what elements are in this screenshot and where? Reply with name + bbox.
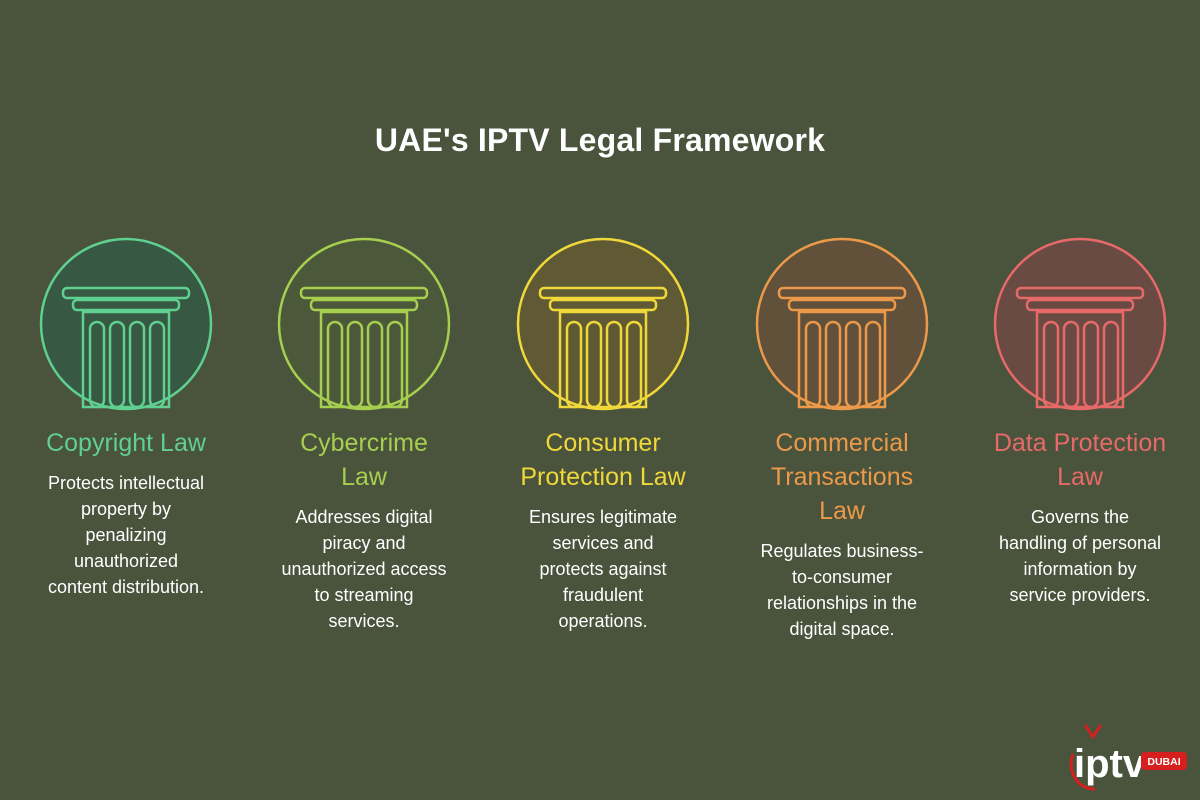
law-description-line: fraudulent	[562, 585, 644, 605]
law-title-line: Cybercrime	[300, 429, 428, 457]
law-description-line: to-consumer	[791, 567, 893, 587]
law-description-line: unauthorized access	[281, 559, 447, 579]
law-title-line: Copyright Law	[46, 429, 206, 457]
pillar-icon	[277, 237, 451, 411]
tv-antenna-icon	[1084, 724, 1102, 739]
law-title-line: Law	[1057, 463, 1103, 491]
law-description-line: penalizing	[85, 525, 167, 545]
law-description-line: Regulates business-	[760, 541, 924, 561]
law-title-line: Transactions	[770, 463, 914, 491]
law-card: Data Protection Law Governs the handling…	[960, 236, 1200, 608]
law-description-line: operations.	[558, 611, 648, 631]
law-description-line: unauthorized	[73, 551, 179, 571]
law-description: Governs the handling of personal informa…	[960, 504, 1200, 608]
law-title: Commercial Transactions Law	[722, 426, 962, 528]
law-description-line: protects against	[539, 559, 667, 579]
pillar-shape	[777, 286, 907, 409]
pillar-circle	[755, 237, 929, 411]
law-description-line: services.	[328, 611, 400, 631]
pillar-circle	[39, 237, 213, 411]
law-title-line: Protection Law	[520, 463, 686, 491]
law-description-line: property by	[80, 499, 172, 519]
pillar-shape	[1015, 286, 1145, 409]
law-title-line: Law	[341, 463, 387, 491]
law-description: Ensures legitimate services and protects…	[483, 504, 723, 634]
law-title-line: Consumer	[545, 429, 661, 457]
law-title: Consumer Protection Law	[483, 426, 723, 494]
logo-swoosh	[1069, 753, 1096, 791]
logo-badge-text: DUBAI	[1147, 756, 1180, 768]
pillar-icon	[755, 237, 929, 411]
pillar-circle	[277, 237, 451, 411]
law-description-line: information by	[1023, 559, 1137, 579]
law-description-line: service providers.	[1009, 585, 1151, 605]
pillar-circle	[516, 237, 690, 411]
law-card: Cybercrime Law Addresses digital piracy …	[244, 236, 484, 634]
law-description-line: piracy and	[322, 533, 406, 553]
law-title-line: Law	[819, 497, 865, 525]
law-title: Cybercrime Law	[244, 426, 484, 494]
law-title-line: Data Protection	[993, 429, 1167, 457]
page-title: UAE's IPTV Legal Framework	[374, 122, 826, 158]
law-description-line: services and	[552, 533, 654, 553]
law-description-line: Ensures legitimate	[528, 507, 678, 527]
iptv-dubai-logo: iptv DUBAI	[1069, 724, 1187, 791]
law-description: Protects intellectual property by penali…	[6, 470, 246, 600]
law-card: Consumer Protection Law Ensures legitima…	[483, 236, 723, 634]
law-description-line: to streaming	[314, 585, 414, 605]
law-card: Commercial Transactions Law Regulates bu…	[722, 236, 962, 642]
law-description: Regulates business- to-consumer relation…	[722, 538, 962, 642]
law-description-line: relationships in the	[766, 593, 918, 613]
law-description-line: handling of personal	[998, 533, 1162, 553]
pillar-icon	[39, 237, 213, 411]
law-title: Data Protection Law	[960, 426, 1200, 494]
pillar-icon	[993, 237, 1167, 411]
logo-text: iptv	[1074, 742, 1146, 786]
law-description-line: Protects intellectual	[47, 473, 205, 493]
law-title-line: Commercial	[775, 429, 909, 457]
pillar-circle	[993, 237, 1167, 411]
law-description-line: digital space.	[789, 619, 895, 639]
law-description-line: Addresses digital	[295, 507, 433, 527]
law-title: Copyright Law	[6, 426, 246, 460]
law-description-line: Governs the	[1030, 507, 1130, 527]
pillar-shape	[538, 286, 668, 409]
law-description-line: content distribution.	[47, 577, 205, 597]
pillar-shape	[299, 286, 429, 409]
logo-badge	[1141, 752, 1187, 770]
pillar-shape	[61, 286, 191, 409]
law-card: Copyright Law Protects intellectual prop…	[6, 236, 246, 600]
pillar-icon	[516, 237, 690, 411]
law-description: Addresses digital piracy and unauthorize…	[244, 504, 484, 634]
